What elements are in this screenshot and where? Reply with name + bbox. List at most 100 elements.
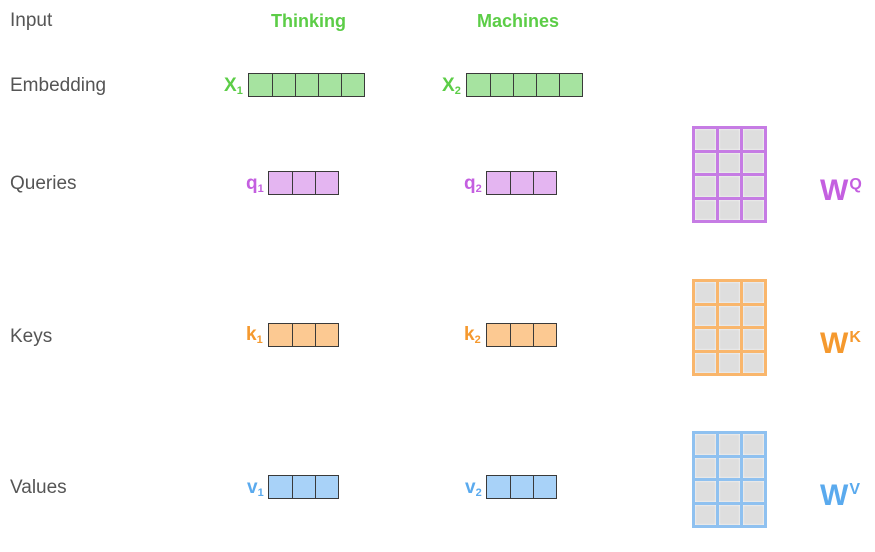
- vector-cell: [269, 476, 292, 498]
- vector-cell: [315, 172, 338, 194]
- key-label-1: k1: [246, 324, 263, 351]
- vector-cell: [292, 324, 315, 346]
- key-vector-1: [268, 323, 339, 347]
- vector-cell: [513, 74, 536, 96]
- value-sub-1: 1: [257, 487, 264, 499]
- value-letter-1: v: [247, 477, 258, 498]
- matrix-cell: [743, 329, 764, 350]
- key-sub-2: 2: [474, 334, 481, 346]
- value-weight-matrix: [692, 431, 767, 528]
- query-sub-2: 2: [475, 183, 482, 195]
- vector-cell: [318, 74, 341, 96]
- matrix-cell: [743, 434, 764, 455]
- matrix-cell: [695, 352, 716, 373]
- vector-cell: [315, 324, 338, 346]
- key-letter-1: k: [246, 324, 257, 345]
- wq-sup: Q: [849, 176, 862, 193]
- key-letter-2: k: [464, 324, 475, 345]
- matrix-cell: [719, 199, 740, 220]
- embedding-letter-2: X: [442, 75, 455, 96]
- wq-letter: W: [820, 174, 849, 207]
- matrix-cell: [743, 176, 764, 197]
- vector-cell: [536, 74, 559, 96]
- matrix-cell: [719, 434, 740, 455]
- matrix-cell: [743, 504, 764, 525]
- matrix-cell: [719, 176, 740, 197]
- vector-cell: [269, 324, 292, 346]
- value-letter-2: v: [465, 477, 476, 498]
- wv-sup: V: [849, 481, 860, 498]
- matrix-cell: [719, 282, 740, 303]
- matrix-cell: [719, 152, 740, 173]
- matrix-cell: [719, 481, 740, 502]
- key-weight-matrix: [692, 279, 767, 376]
- matrix-cell: [695, 152, 716, 173]
- vector-cell: [315, 476, 338, 498]
- vector-cell: [510, 324, 533, 346]
- value-sub-2: 2: [475, 487, 482, 499]
- row-label-embedding: Embedding: [10, 75, 107, 96]
- key-sub-1: 1: [256, 334, 263, 346]
- wk-sup: K: [849, 329, 861, 346]
- matrix-cell: [719, 329, 740, 350]
- query-vector-1: [268, 171, 339, 195]
- vector-cell: [292, 172, 315, 194]
- vector-cell: [559, 74, 582, 96]
- vector-cell: [533, 324, 556, 346]
- wv-letter: W: [820, 479, 849, 512]
- matrix-cell: [743, 282, 764, 303]
- vector-cell: [341, 74, 364, 96]
- embedding-vector-2: [466, 73, 583, 97]
- vector-cell: [533, 172, 556, 194]
- matrix-cell: [719, 352, 740, 373]
- value-vector-1: [268, 475, 339, 499]
- vector-cell: [467, 74, 490, 96]
- vector-cell: [272, 74, 295, 96]
- vector-cell: [487, 476, 510, 498]
- vector-cell: [510, 172, 533, 194]
- matrix-cell: [743, 305, 764, 326]
- row-label-values: Values: [10, 477, 67, 498]
- vector-cell: [487, 324, 510, 346]
- embedding-label-2: X2: [442, 75, 461, 102]
- embedding-letter-1: X: [224, 75, 237, 96]
- matrix-cell: [743, 352, 764, 373]
- vector-cell: [292, 476, 315, 498]
- matrix-cell: [695, 329, 716, 350]
- matrix-cell: [695, 504, 716, 525]
- matrix-cell: [743, 199, 764, 220]
- vector-cell: [249, 74, 272, 96]
- matrix-cell: [743, 152, 764, 173]
- matrix-cell: [743, 481, 764, 502]
- input-word-2: Machines: [477, 11, 560, 31]
- query-label-1: q1: [246, 173, 264, 200]
- matrix-cell: [695, 305, 716, 326]
- embedding-sub-1: 1: [236, 85, 243, 97]
- query-weight-label: WQ: [820, 168, 862, 208]
- matrix-cell: [743, 457, 764, 478]
- value-label-1: v1: [247, 477, 264, 504]
- matrix-cell: [695, 481, 716, 502]
- vector-cell: [490, 74, 513, 96]
- vector-cell: [269, 172, 292, 194]
- query-weight-matrix: [692, 126, 767, 223]
- query-sub-1: 1: [257, 183, 264, 195]
- row-label-queries: Queries: [10, 173, 77, 194]
- vector-cell: [510, 476, 533, 498]
- row-label-input: Input: [10, 10, 53, 31]
- matrix-cell: [695, 176, 716, 197]
- embedding-label-1: X1: [224, 75, 243, 102]
- value-weight-label: WV: [820, 473, 860, 513]
- key-label-2: k2: [464, 324, 481, 351]
- value-label-2: v2: [465, 477, 482, 504]
- query-letter-1: q: [246, 173, 258, 194]
- matrix-cell: [695, 199, 716, 220]
- key-weight-label: WK: [820, 321, 861, 361]
- input-word-1: Thinking: [271, 11, 346, 31]
- matrix-cell: [719, 504, 740, 525]
- vector-cell: [533, 476, 556, 498]
- query-letter-2: q: [464, 173, 476, 194]
- embedding-sub-2: 2: [454, 85, 461, 97]
- matrix-cell: [695, 129, 716, 150]
